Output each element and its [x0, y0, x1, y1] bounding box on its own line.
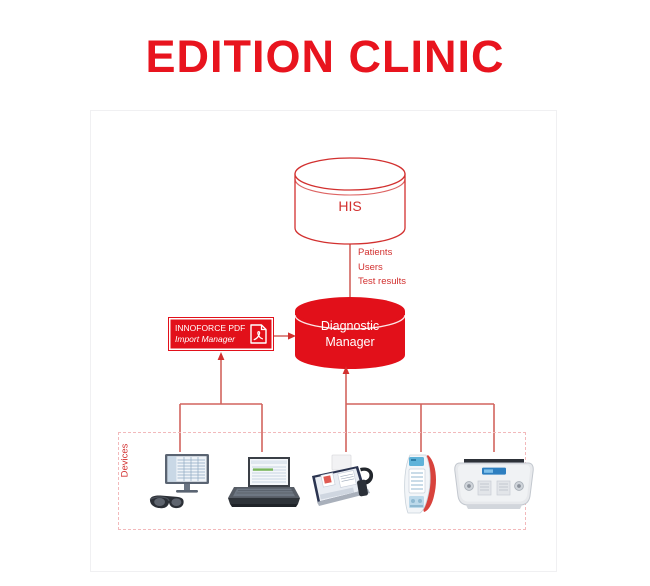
devices-group-label: Devices [119, 443, 131, 478]
device-posturography-platform[interactable] [452, 452, 534, 514]
his-cylinder[interactable] [294, 157, 406, 245]
device-laptop-workstation[interactable] [224, 452, 300, 514]
diagnostic-manager-cylinder[interactable] [294, 297, 406, 369]
connector-his-to-dm [346, 236, 354, 305]
device-audiometer-tablet[interactable] [306, 452, 382, 514]
diagnostic-manager-label-line1: Diagnostic [320, 319, 380, 333]
connector-labels: Patients Users Test results [358, 246, 406, 290]
device-handheld-tympanometer[interactable] [400, 450, 476, 514]
his-node-label: HIS [338, 198, 362, 214]
pdf-import-manager-label-line2: Import Manager [175, 334, 235, 344]
pdf-document-icon [250, 324, 267, 344]
page-title: EDITION CLINIC [145, 31, 505, 82]
pdf-import-manager-node[interactable]: INNOFORCE PDF Import Manager [168, 317, 274, 351]
diagnostic-manager-label-line2: Manager [325, 335, 375, 349]
connector-pdf-to-devices [179, 352, 263, 452]
connector-label-users: Users [358, 261, 383, 273]
connector-label-patients: Patients [358, 247, 393, 258]
pdf-import-manager-label: INNOFORCE PDF Import Manager [175, 323, 245, 345]
device-vng-goggles-workstation[interactable] [146, 452, 222, 514]
diagnostic-manager-label: Diagnostic Manager [300, 318, 400, 350]
connector-pdf-to-dm [274, 332, 296, 340]
connector-label-test-results: Test results [358, 276, 407, 287]
pdf-import-manager-label-line1: INNOFORCE PDF [175, 323, 246, 333]
connector-dm-to-devices [342, 366, 495, 452]
